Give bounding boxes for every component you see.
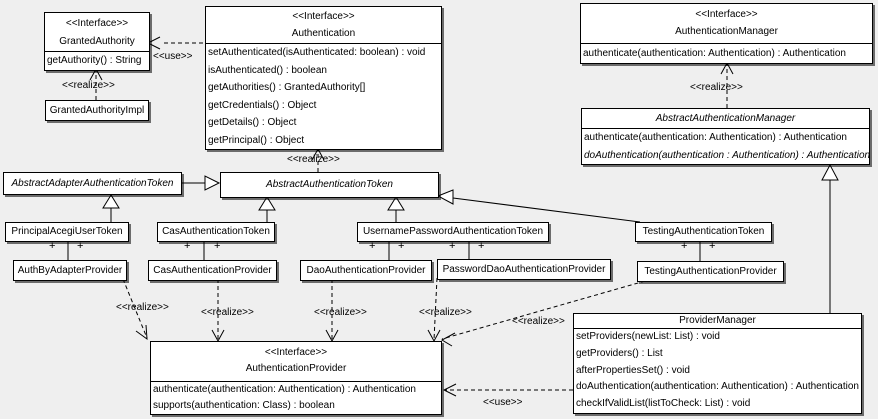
class-authentication-manager: <<Interface>> AuthenticationManager auth… (580, 3, 873, 64)
method-label: authenticate(authentication: Authenticat… (153, 384, 416, 395)
class-name: GrantedAuthorityImpl (49, 105, 145, 116)
multiplicity-plus: + (709, 240, 716, 252)
class-principal-acegi-user-token: PrincipalAcegiUserToken (5, 222, 129, 242)
class-title: AbstractAuthenticationManager (582, 109, 869, 129)
multiplicity-plus: + (77, 240, 84, 252)
class-name: ProviderManager (679, 315, 756, 326)
multiplicity-plus: + (369, 240, 376, 252)
method-label: authenticate(authentication: Authenticat… (584, 132, 847, 143)
class-name: DaoAuthenticationProvider (306, 265, 426, 276)
class-name: PrincipalAcegiUserToken (11, 226, 123, 237)
use-edge-authentication-grantedauthority (146, 36, 203, 50)
class-name: CasAuthenticationProvider (153, 265, 272, 276)
generalization-edge-cas-token (258, 196, 276, 222)
realize-label: <<realize>> (201, 307, 254, 318)
multiplicity-plus: + (681, 240, 688, 252)
method-label: supports(authentication: Class) : boolea… (153, 400, 335, 411)
class-name: TestingAuthenticationProvider (644, 266, 777, 277)
class-provider-manager: ProviderManager setProviders(newList: Li… (573, 313, 862, 414)
method-label: checkIfValidList(listToCheck: List) : vo… (576, 398, 751, 410)
method-label: doAuthentication(authentication: Authent… (576, 381, 859, 393)
class-title: <<Interface>> GrantedAuthority (45, 13, 149, 52)
class-cas-authentication-provider: CasAuthenticationProvider (148, 260, 277, 281)
realize-edge-authbyadapter-provider (122, 278, 148, 341)
class-dao-authentication-provider: DaoAuthenticationProvider (300, 260, 432, 281)
realize-label: <<realize>> (116, 302, 169, 313)
class-auth-by-adapter-provider: AuthByAdapterProvider (13, 260, 127, 281)
multiplicity-plus: + (214, 240, 221, 252)
use-label: <<use>> (153, 51, 193, 62)
stereotype-label: <<Interface>> (695, 9, 758, 20)
method-label: getPrincipal() : Object (208, 134, 305, 146)
realize-label: <<realize>> (690, 82, 743, 93)
realize-label: <<realize>> (512, 316, 565, 327)
class-granted-authority-impl: GrantedAuthorityImpl (45, 100, 149, 121)
generalization-edge-usernamepassword-token (387, 196, 405, 222)
realize-label: <<realize>> (62, 80, 115, 91)
class-username-password-authentication-token: UsernamePasswordAuthenticationToken (357, 222, 549, 242)
class-abstract-authentication-manager: AbstractAuthenticationManager authentica… (581, 108, 870, 165)
multiplicity-plus: + (398, 240, 405, 252)
class-testing-authentication-provider: TestingAuthenticationProvider (637, 261, 784, 282)
class-name: AuthenticationProvider (245, 363, 347, 374)
method-label: authenticate(authentication: Authenticat… (583, 48, 846, 59)
method-label: getDetails() : Object (208, 117, 297, 129)
multiplicity-plus: + (449, 240, 456, 252)
generalization-edge-testing-token (436, 189, 641, 223)
class-abstract-authentication-token: AbstractAuthenticationToken (220, 172, 439, 198)
class-name: AuthByAdapterProvider (17, 265, 123, 276)
use-edge-providermanager-authenticationprovider (442, 383, 573, 397)
method-label: setAuthenticated(isAuthenticated: boolea… (208, 47, 426, 58)
method-label: doAuthentication(authentication : Authen… (584, 149, 871, 161)
class-name: CasAuthenticationToken (162, 226, 270, 237)
generalization-edge-provider-manager (821, 163, 839, 313)
multiplicity-plus: + (49, 240, 56, 252)
stereotype-label: <<Interface>> (65, 18, 129, 29)
class-title: ProviderManager (574, 314, 861, 329)
stereotype-label: <<Interface>> (264, 347, 328, 358)
class-name: AuthenticationManager (675, 26, 778, 37)
class-password-dao-authentication-provider: PasswordDaoAuthenticationProvider (437, 259, 611, 280)
method-label: isAuthenticated() : boolean (208, 64, 327, 76)
method-label: getAuthority() : String (47, 55, 142, 66)
class-name: AbstractAdapterAuthenticationToken (11, 178, 174, 189)
class-testing-authentication-token: TestingAuthenticationToken (635, 222, 772, 242)
class-granted-authority: <<Interface>> GrantedAuthority getAuthor… (44, 12, 150, 71)
realize-label: <<realize>> (314, 307, 367, 318)
use-label: <<use>> (483, 397, 523, 408)
class-name: Authentication (291, 28, 356, 39)
class-authentication-provider: <<Interface>> AuthenticationProvider aut… (150, 341, 442, 415)
realize-label: <<realize>> (287, 154, 340, 165)
method-label: setProviders(newList: List) : void (576, 331, 720, 342)
class-title: <<Interface>> Authentication (206, 7, 441, 44)
class-name: TestingAuthenticationToken (642, 226, 765, 237)
stereotype-label: <<Interface>> (292, 11, 355, 22)
class-name: AbstractAuthenticationToken (266, 179, 393, 190)
class-name: GrantedAuthority (59, 36, 135, 47)
realize-label: <<realize>> (419, 307, 472, 318)
generalization-edge-adapter-to-abstract-token (180, 175, 221, 191)
class-title: <<Interface>> AuthenticationProvider (151, 342, 441, 382)
multiplicity-plus: + (184, 240, 191, 252)
class-title: <<Interface>> AuthenticationManager (581, 4, 872, 44)
realize-edge-testing-provider (440, 280, 646, 347)
class-name: PasswordDaoAuthenticationProvider (442, 264, 606, 275)
method-label: afterPropertiesSet() : void (576, 364, 690, 376)
method-label: getProviders() : List (576, 347, 663, 359)
class-name: UsernamePasswordAuthenticationToken (362, 226, 544, 237)
class-name: AbstractAuthenticationManager (655, 113, 796, 124)
method-label: getAuthorities() : GrantedAuthority[] (208, 82, 366, 94)
generalization-edge-principal-token (102, 194, 120, 222)
class-cas-authentication-token: CasAuthenticationToken (157, 222, 275, 242)
method-label: getCredentials() : Object (208, 99, 317, 111)
class-authentication: <<Interface>> Authentication setAuthenti… (205, 6, 442, 150)
class-abstract-adapter-authentication-token: AbstractAdapterAuthenticationToken (3, 172, 182, 195)
multiplicity-plus: + (478, 240, 485, 252)
